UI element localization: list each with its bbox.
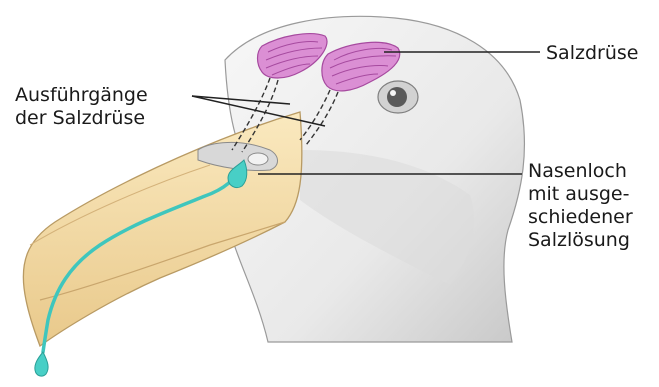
label-nostril-line4: Salzlösung (528, 229, 633, 252)
eye-highlight (390, 90, 396, 96)
label-excretory-ducts-line2: der Salzdrüse (15, 107, 148, 130)
label-nostril-line2: mit ausge- (528, 183, 633, 206)
label-nostril-line1: Nasenloch (528, 160, 633, 183)
label-excretory-ducts: Ausführgänge der Salzdrüse (15, 84, 148, 130)
label-salt-gland: Salzdrüse (546, 42, 638, 65)
nostril-opening (248, 153, 268, 165)
label-excretory-ducts-line1: Ausführgänge (15, 84, 148, 107)
label-salt-gland-text: Salzdrüse (546, 42, 638, 64)
label-nostril-line3: schiedener (528, 206, 633, 229)
label-nostril: Nasenloch mit ausge- schiedener Salzlösu… (528, 160, 633, 252)
eye (387, 87, 407, 107)
salt-solution-drop-tip (35, 352, 48, 376)
